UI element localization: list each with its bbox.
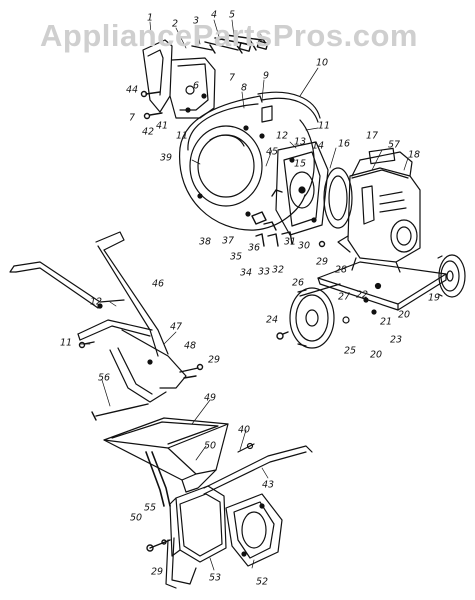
callout-7-b: 7 — [128, 112, 136, 124]
callout-36: 36 — [247, 242, 261, 254]
callout-55: 55 — [143, 502, 157, 514]
callout-12-a: 12 — [275, 130, 289, 142]
callout-18: 18 — [407, 149, 421, 161]
wheel-right — [437, 254, 466, 298]
callout-1: 1 — [146, 12, 154, 24]
chute-pipe — [145, 451, 171, 507]
callout-29-b: 29 — [207, 354, 221, 366]
callout-11-a: 11 — [175, 130, 189, 142]
handle-assembly — [9, 231, 187, 403]
chute-ring — [225, 493, 283, 567]
wheel-left — [289, 287, 350, 349]
blower-housing — [179, 91, 321, 231]
deflector-bracket — [142, 39, 216, 119]
callout-32: 32 — [271, 264, 285, 276]
callout-50-a: 50 — [203, 440, 217, 452]
callout-35: 35 — [229, 251, 243, 263]
callout-12-b: 12 — [89, 296, 103, 308]
callout-38: 38 — [198, 236, 212, 248]
callout-29-c: 29 — [150, 566, 164, 578]
callout-40: 40 — [237, 424, 251, 436]
callout-43: 43 — [261, 479, 275, 491]
callout-25: 25 — [343, 345, 357, 357]
callout-28: 28 — [334, 264, 348, 276]
callout-45: 45 — [265, 146, 279, 158]
callout-26: 26 — [291, 277, 305, 289]
callout-42: 42 — [141, 126, 155, 138]
callout-37: 37 — [221, 235, 235, 247]
bolt-group-top — [191, 33, 269, 54]
callout-2: 2 — [171, 18, 179, 30]
leader-lines — [79, 19, 409, 571]
callout-9: 9 — [262, 70, 270, 82]
callout-39: 39 — [159, 152, 173, 164]
callout-6: 6 — [192, 80, 200, 92]
discharge-chute — [165, 485, 227, 589]
callout-50-b: 50 — [129, 512, 143, 524]
callout-21: 21 — [379, 316, 393, 328]
callout-29-a: 29 — [315, 256, 329, 268]
callout-5: 5 — [228, 9, 236, 21]
callout-34: 34 — [239, 267, 253, 279]
callout-27: 27 — [337, 291, 351, 303]
impeller-plate — [275, 141, 329, 236]
hardware-cluster — [251, 189, 326, 248]
callout-53: 53 — [208, 572, 222, 584]
callout-33: 33 — [257, 266, 271, 278]
shaft-rod — [203, 442, 313, 495]
callout-20-a: 20 — [397, 309, 411, 321]
callout-19: 19 — [427, 292, 441, 304]
callout-24: 24 — [265, 314, 279, 326]
callout-46: 46 — [151, 278, 165, 290]
callout-10: 10 — [315, 57, 329, 69]
callout-30: 30 — [297, 240, 311, 252]
engine — [337, 147, 421, 273]
callout-31: 31 — [283, 236, 297, 248]
callout-57: 57 — [387, 139, 401, 151]
chute-fasteners — [146, 539, 171, 552]
callout-11-b: 11 — [317, 120, 331, 132]
callout-41: 41 — [155, 120, 169, 132]
callout-14: 14 — [311, 140, 325, 152]
callout-17: 17 — [365, 130, 379, 142]
bolt-wheel — [276, 331, 289, 340]
callout-13: 13 — [293, 136, 307, 148]
callout-4: 4 — [210, 9, 218, 21]
callout-11-c: 11 — [59, 337, 73, 349]
callout-56: 56 — [97, 372, 111, 384]
callout-15: 15 — [293, 158, 307, 170]
callout-52: 52 — [255, 576, 269, 588]
small-fasteners-left — [140, 90, 163, 120]
callout-47: 47 — [169, 321, 183, 333]
callout-16: 16 — [337, 138, 351, 150]
bolt-long — [91, 403, 149, 421]
callout-20-b: 20 — [369, 349, 383, 361]
callout-44: 44 — [125, 84, 139, 96]
callout-22: 22 — [355, 289, 369, 301]
hopper — [103, 417, 229, 493]
callout-3: 3 — [192, 15, 200, 27]
callout-48: 48 — [183, 340, 197, 352]
callout-7-a: 7 — [228, 72, 236, 84]
wheel-axle-frame — [299, 261, 447, 315]
callout-23: 23 — [389, 334, 403, 346]
callout-49: 49 — [203, 392, 217, 404]
adapter-ring — [323, 167, 353, 229]
callout-8: 8 — [240, 82, 248, 94]
